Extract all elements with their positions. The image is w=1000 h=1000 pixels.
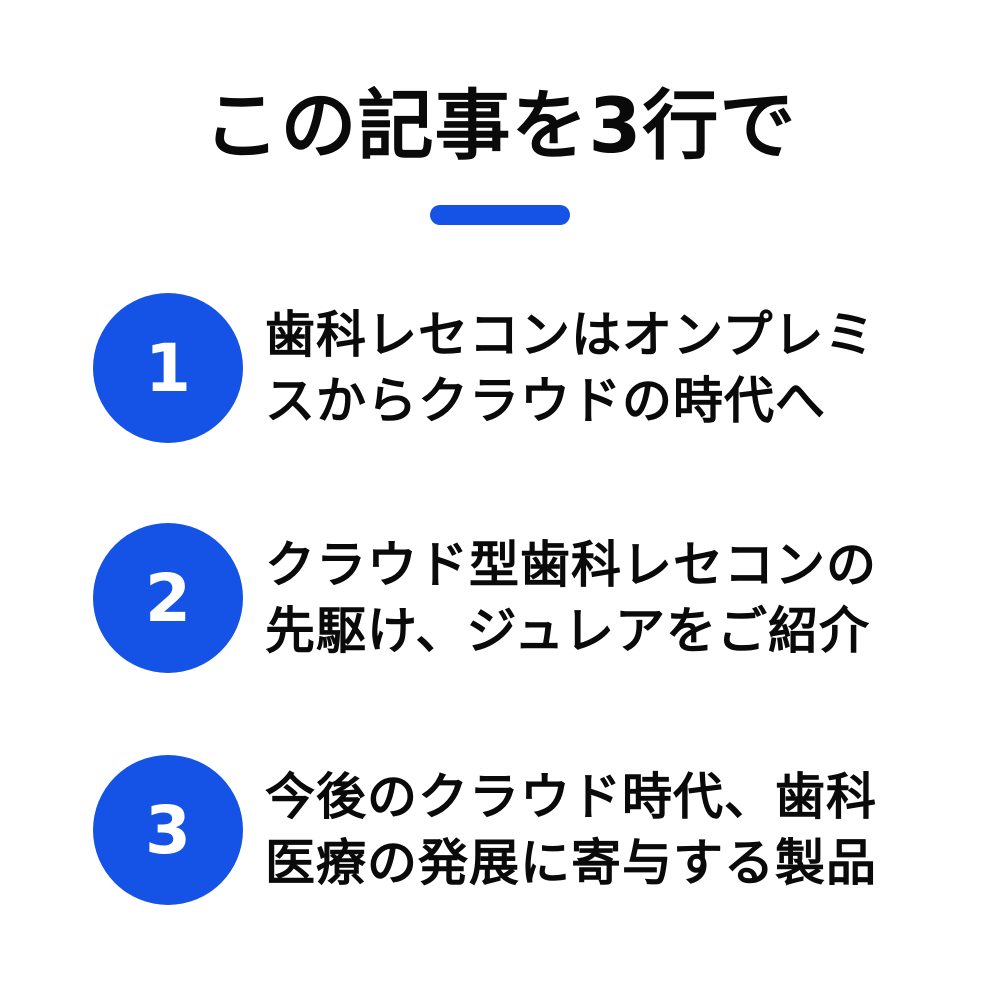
number-badge: 3 <box>93 755 243 905</box>
point-line: クラウド型歯科レセコンの <box>265 536 877 594</box>
summary-point-1: 1 歯科レセコンはオンプレミ スからクラウドの時代へ <box>93 293 953 443</box>
point-line: 医療の発展に寄与する製品 <box>265 834 877 892</box>
point-line: 先駆け、ジュレアをご紹介 <box>265 602 870 660</box>
number-badge: 1 <box>93 293 243 443</box>
number-badge: 2 <box>93 523 243 673</box>
point-text: 今後のクラウド時代、歯科 医療の発展に寄与する製品 <box>265 755 945 905</box>
summary-point-2: 2 クラウド型歯科レセコンの 先駆け、ジュレアをご紹介 <box>93 523 953 673</box>
summary-point-3: 3 今後のクラウド時代、歯科 医療の発展に寄与する製品 <box>93 755 953 905</box>
point-line: 今後のクラウド時代、歯科 <box>265 768 877 826</box>
point-line: スからクラウドの時代へ <box>265 372 826 430</box>
title-underline <box>430 205 570 225</box>
point-text: クラウド型歯科レセコンの 先駆け、ジュレアをご紹介 <box>265 523 945 673</box>
page-title: この記事を3行で <box>203 81 797 170</box>
point-line: 歯科レセコンはオンプレミ <box>265 306 876 364</box>
point-text: 歯科レセコンはオンプレミ スからクラウドの時代へ <box>265 293 945 443</box>
